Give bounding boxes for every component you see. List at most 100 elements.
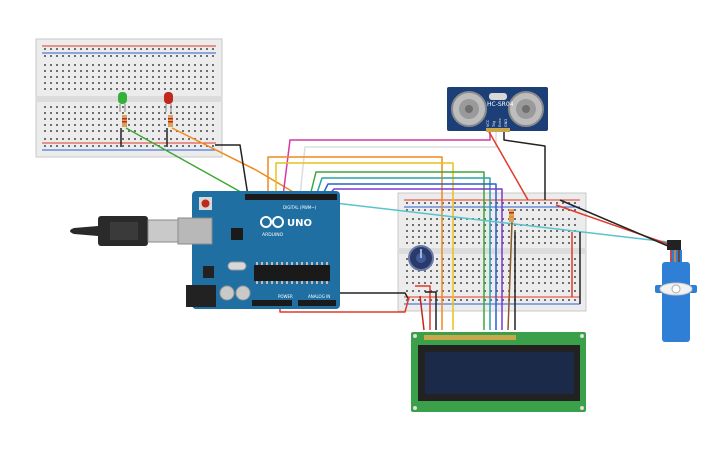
breadboard-hole bbox=[74, 112, 76, 114]
breadboard-hole bbox=[128, 138, 130, 140]
breadboard-hole bbox=[478, 236, 480, 238]
breadboard-hole bbox=[128, 55, 130, 57]
breadboard-hole bbox=[194, 55, 196, 57]
breadboard-hole bbox=[502, 224, 504, 226]
breadboard-hole bbox=[484, 230, 486, 232]
breadboard-hole bbox=[538, 236, 540, 238]
wire-black-gnd-rail bbox=[330, 292, 410, 301]
wire-red-lcd-a bbox=[419, 295, 425, 331]
breadboard-hole bbox=[496, 209, 498, 211]
breadboard-hole bbox=[164, 76, 166, 78]
breadboard-hole bbox=[532, 230, 534, 232]
breadboard-hole bbox=[568, 236, 570, 238]
breadboard-hole bbox=[508, 224, 510, 226]
breadboard-hole bbox=[80, 124, 82, 126]
breadboard-hole bbox=[86, 124, 88, 126]
breadboard-hole bbox=[182, 112, 184, 114]
power-header bbox=[252, 300, 292, 306]
breadboard-hole bbox=[568, 218, 570, 220]
digital-pins-label: DIGITAL (PWM~) bbox=[283, 205, 317, 210]
breadboard-hole bbox=[532, 290, 534, 292]
usb-cable bbox=[70, 216, 179, 246]
breadboard-hole bbox=[122, 76, 124, 78]
breadboard-hole bbox=[164, 138, 166, 140]
breadboard-hole bbox=[152, 138, 154, 140]
breadboard-hole bbox=[170, 112, 172, 114]
breadboard-hole bbox=[562, 236, 564, 238]
breadboard-hole bbox=[526, 299, 528, 301]
breadboard-hole bbox=[170, 55, 172, 57]
breadboard-hole bbox=[436, 299, 438, 301]
breadboard-hole bbox=[574, 236, 576, 238]
breadboard-hole bbox=[164, 145, 166, 147]
breadboard-hole bbox=[442, 276, 444, 278]
breadboard-hole bbox=[140, 106, 142, 108]
chip-pin bbox=[316, 281, 318, 284]
breadboard-hole bbox=[164, 70, 166, 72]
breadboard-hole bbox=[56, 106, 58, 108]
breadboard-hole bbox=[526, 236, 528, 238]
breadboard-hole bbox=[164, 48, 166, 50]
breadboard-hole bbox=[200, 48, 202, 50]
breadboard-hole bbox=[556, 276, 558, 278]
breadboard-hole bbox=[568, 276, 570, 278]
breadboard-hole bbox=[182, 64, 184, 66]
breadboard-hole bbox=[478, 270, 480, 272]
breadboard-hole bbox=[466, 282, 468, 284]
breadboard-hole bbox=[466, 264, 468, 266]
breadboard-hole bbox=[68, 106, 70, 108]
breadboard-hole bbox=[556, 299, 558, 301]
breadboard-hole bbox=[122, 55, 124, 57]
breadboard-hole bbox=[68, 145, 70, 147]
breadboard-hole bbox=[520, 299, 522, 301]
chip-pin bbox=[276, 262, 278, 265]
capacitor bbox=[219, 285, 235, 301]
breadboard-hole bbox=[544, 270, 546, 272]
breadboard-hole bbox=[110, 48, 112, 50]
breadboard-hole bbox=[140, 118, 142, 120]
breadboard-hole bbox=[460, 270, 462, 272]
breadboard-hole bbox=[574, 258, 576, 260]
breadboard-hole bbox=[134, 124, 136, 126]
breadboard-hole bbox=[544, 236, 546, 238]
breadboard-hole bbox=[194, 112, 196, 114]
breadboard-hole bbox=[502, 290, 504, 292]
breadboard-hole bbox=[478, 230, 480, 232]
breadboard-hole bbox=[170, 88, 172, 90]
small-breadboard bbox=[35, 38, 223, 158]
breadboard-hole bbox=[116, 76, 118, 78]
breadboard-hole bbox=[538, 218, 540, 220]
breadboard-hole bbox=[448, 242, 450, 244]
breadboard-hole bbox=[526, 264, 528, 266]
breadboard-hole bbox=[424, 209, 426, 211]
breadboard-hole bbox=[496, 290, 498, 292]
breadboard-hole bbox=[44, 70, 46, 72]
breadboard-hole bbox=[140, 130, 142, 132]
breadboard-hole bbox=[134, 145, 136, 147]
breadboard-hole bbox=[448, 270, 450, 272]
breadboard-hole bbox=[538, 264, 540, 266]
chip-pin bbox=[261, 281, 263, 284]
breadboard-hole bbox=[490, 276, 492, 278]
breadboard-hole bbox=[430, 230, 432, 232]
breadboard-hole bbox=[74, 138, 76, 140]
arduino-model-label: UNO bbox=[287, 218, 312, 229]
breadboard-hole bbox=[152, 76, 154, 78]
breadboard-hole bbox=[50, 106, 52, 108]
breadboard-hole bbox=[194, 106, 196, 108]
breadboard-hole bbox=[44, 64, 46, 66]
breadboard-hole bbox=[412, 299, 414, 301]
breadboard-hole bbox=[520, 242, 522, 244]
breadboard-hole bbox=[62, 124, 64, 126]
power-jack bbox=[186, 285, 216, 307]
breadboard-hole bbox=[98, 124, 100, 126]
breadboard-hole bbox=[490, 264, 492, 266]
breadboard-hole bbox=[134, 64, 136, 66]
breadboard-hole bbox=[574, 299, 576, 301]
breadboard-hole bbox=[418, 299, 420, 301]
breadboard-hole bbox=[194, 145, 196, 147]
breadboard-hole bbox=[188, 118, 190, 120]
breadboard-hole bbox=[170, 76, 172, 78]
breadboard-hole bbox=[56, 48, 58, 50]
chip-pin bbox=[321, 281, 323, 284]
